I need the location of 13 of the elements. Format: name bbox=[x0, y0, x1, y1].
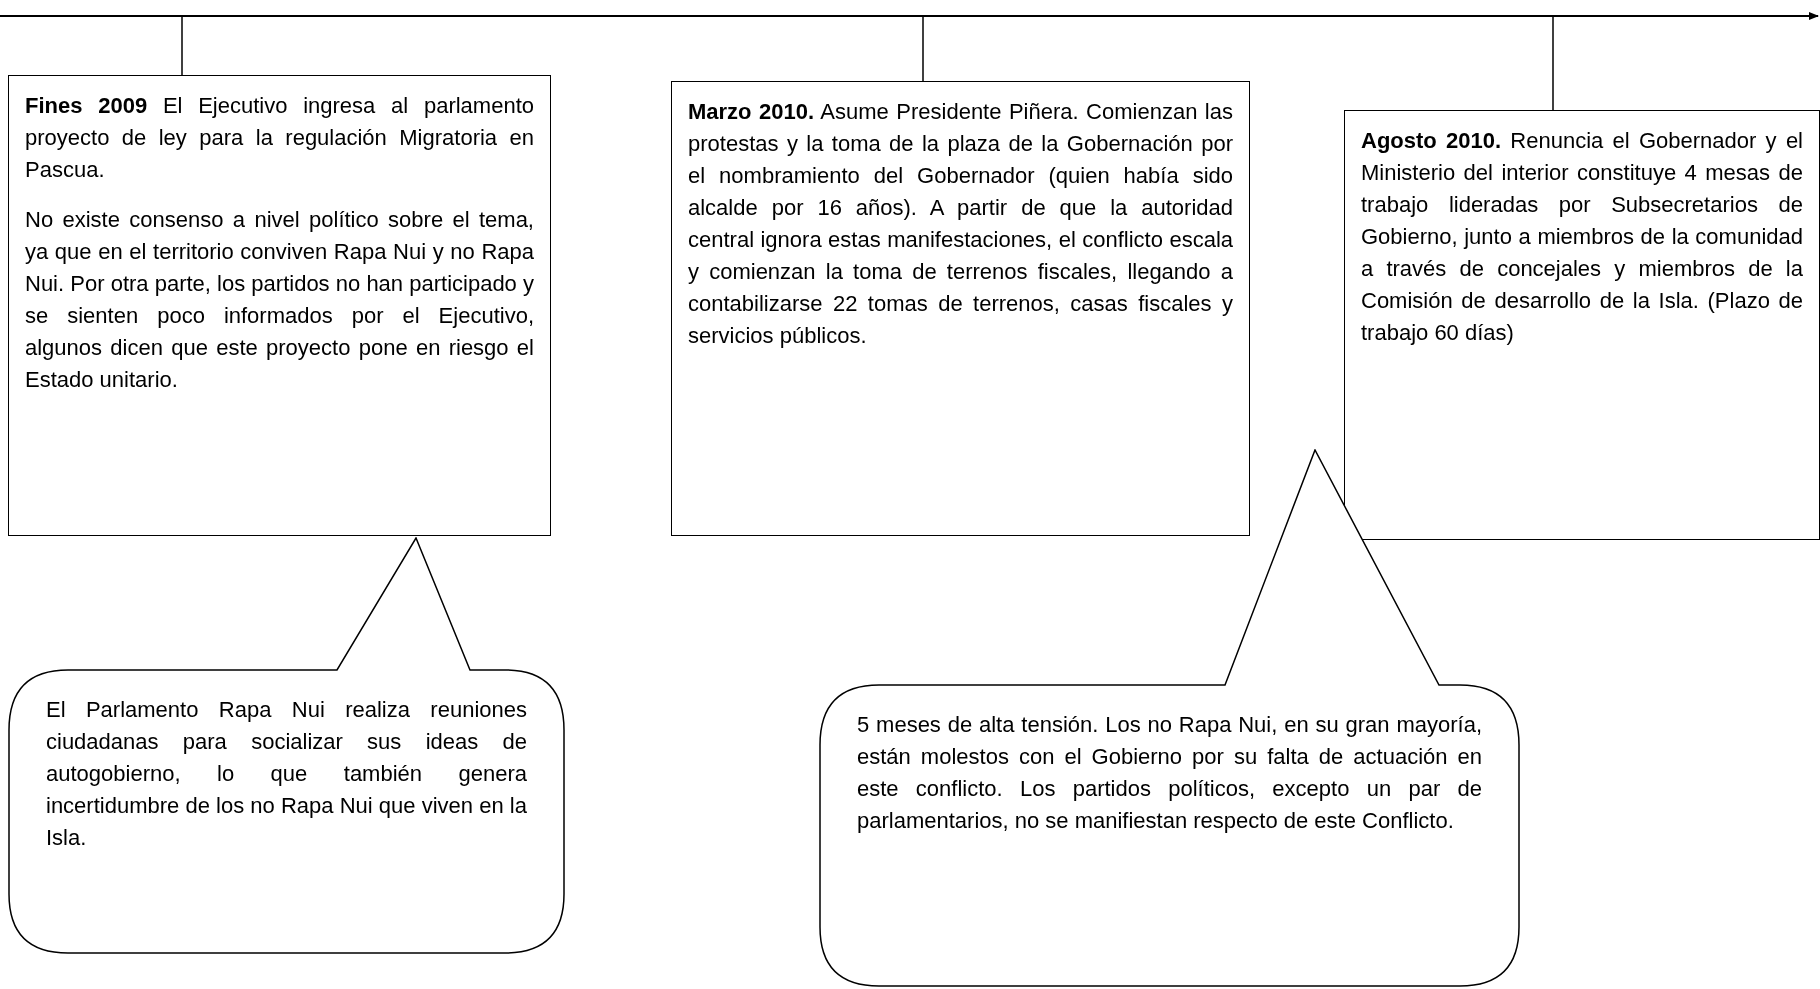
tick-line bbox=[181, 15, 183, 76]
event-text: No existe consenso a nivel político sobre el tema, ya que en el territorio conviven Rapa Nui y no Rapa Nui. Por otra parte, los partidos no han participado y se sienten poco informados por el Ejecutivo, algunos dicen que este proyecto pone en riesgo el Estado unitario. bbox=[25, 206, 534, 394]
event-text: Marzo 2010. Asume Presidente Piñera. Comienzan las protestas y la toma de la plaza de la Gobernación por el nombramiento del Gobernador (quien había sido alcalde por 16 años). A partir de que la autoridad central ignora estas manifestaciones, el conflicto escala y comienzan la toma de terrenos fiscales, llegando a contabilizarse 22 tomas de terrenos, casas fiscales y servicios públicos. bbox=[688, 98, 1233, 350]
event-text: Fines 2009 El Ejecutivo ingresa al parlamento proyecto de ley para la regulación Migratoria en Pascua. bbox=[25, 92, 534, 184]
callout-text: 5 meses de alta tensión. Los no Rapa Nui, en su gran mayoría, están molestos con el Gobierno por su falta de actuación en este conflicto. Los partidos políticos, excepto un par de parlamentarios, no se manifiestan respecto de este Conflicto. bbox=[857, 711, 1482, 835]
tick-line bbox=[1552, 15, 1554, 111]
event-box bbox=[671, 81, 1250, 536]
callout-text: El Parlamento Rapa Nui realiza reuniones ciudadanas para socializar sus ideas de autogobierno, lo que también genera incertidumbre de los no Rapa Nui que viven en la Isla. bbox=[46, 696, 527, 852]
timeline-arrow bbox=[0, 12, 1819, 20]
tick-line bbox=[922, 15, 924, 82]
event-box bbox=[1344, 110, 1820, 540]
event-box bbox=[8, 75, 551, 536]
event-text: Agosto 2010. Renuncia el Gobernador y el Ministerio del interior constituye 4 mesas de trabajo lideradas por Subsecretarios de Gobierno, junto a miembros de la comunidad a través de concejales y miembros de la Comisión de desarrollo de la Isla. (Plazo de trabajo 60 días) bbox=[1361, 127, 1803, 347]
